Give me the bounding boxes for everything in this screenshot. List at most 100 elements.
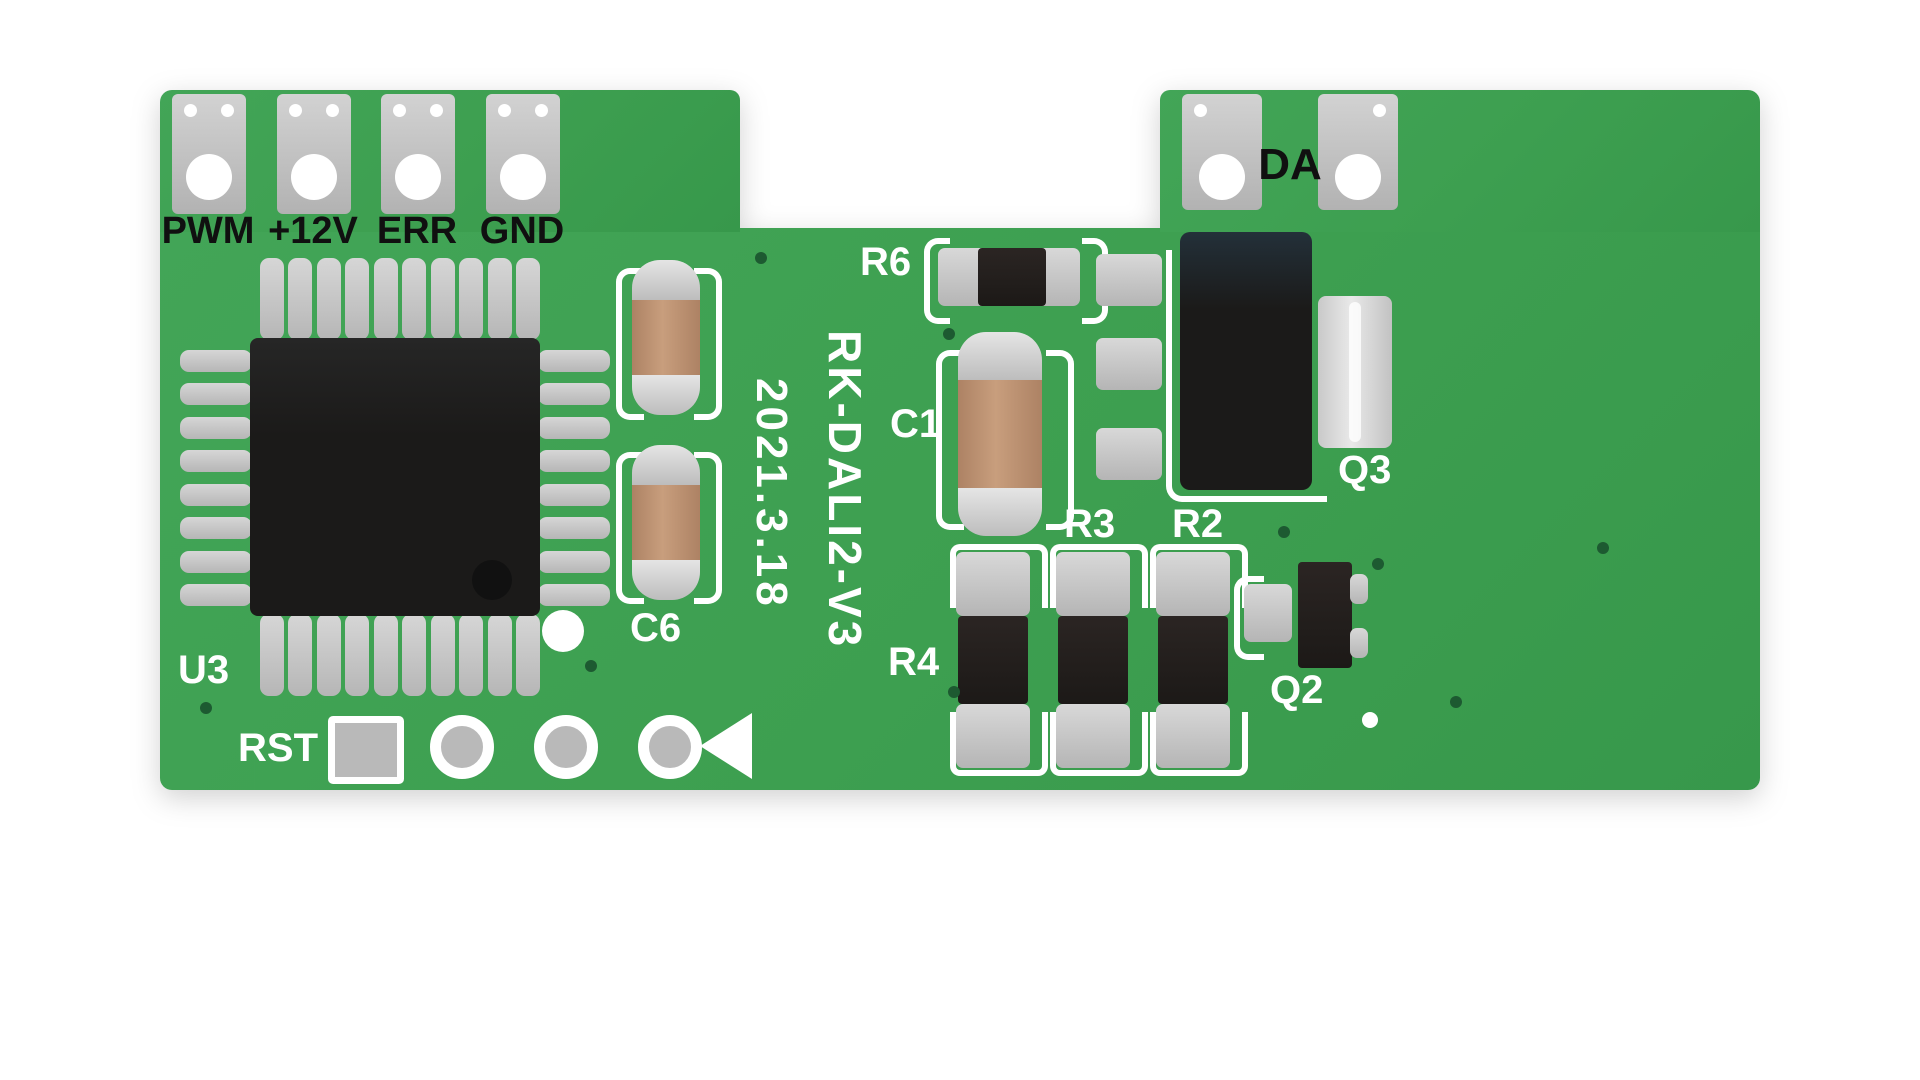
- capacitor-terminal: [632, 560, 700, 600]
- chip-pin1-dimple: [472, 560, 512, 600]
- capacitor-terminal: [958, 332, 1042, 380]
- label-r6: R6: [860, 240, 912, 284]
- ic-pin: [260, 258, 284, 340]
- connector-label-err: ERR: [376, 210, 458, 252]
- label-c1: C1: [890, 402, 942, 446]
- label-c6: C6: [630, 606, 682, 650]
- label-r3: R3: [1064, 502, 1116, 546]
- mcu-u3-chip: [250, 338, 540, 616]
- ic-pin: [180, 416, 252, 439]
- c6-silkscreen-bracket: [694, 452, 722, 604]
- resistor-r3-pad: [1056, 704, 1130, 768]
- ic-pin: [538, 517, 610, 540]
- resistor-r3: [1058, 616, 1128, 704]
- ic-pin: [373, 258, 398, 340]
- capacitor-terminal: [958, 488, 1042, 536]
- ic-pin: [430, 614, 455, 696]
- connector-label-gnd: GND: [479, 210, 565, 252]
- ic-pin: [180, 550, 252, 573]
- ic-pin: [316, 258, 341, 340]
- pad-hole: [326, 104, 339, 117]
- capacitor-body: [958, 380, 1042, 488]
- resistor-r2-pad: [1156, 552, 1230, 616]
- ic-pin: [515, 258, 540, 340]
- q3-pad: [1096, 338, 1162, 390]
- pad-hole: [393, 104, 406, 117]
- resistor-r3-pad: [1056, 552, 1130, 616]
- r3-silkscreen-bracket: [1050, 544, 1148, 608]
- ic-pin: [373, 614, 398, 696]
- capacitor-terminal: [632, 445, 700, 485]
- r4-silkscreen-bracket: [950, 544, 1048, 608]
- mounting-hole: [542, 610, 584, 652]
- u3-pins-left: [180, 350, 252, 606]
- ic-pin: [402, 614, 427, 696]
- pad-hole: [395, 154, 441, 200]
- ic-pin: [345, 258, 370, 340]
- ic-pin: [538, 383, 610, 406]
- ic-pin: [538, 350, 610, 372]
- pad-hole: [221, 104, 234, 117]
- q3-pad: [1096, 254, 1162, 306]
- resistor-r4-pad: [956, 704, 1030, 768]
- pad-hole: [186, 154, 232, 200]
- capacitor-body: [632, 485, 700, 560]
- u3-pins-top: [260, 258, 540, 342]
- connector-pad-gnd: [486, 94, 560, 214]
- via-dot: [585, 660, 597, 672]
- connector-label-12v: +12V: [268, 210, 358, 252]
- capacitor-c6-1: [632, 260, 700, 415]
- capacitor-body: [632, 300, 700, 375]
- resistor-r6-body: [978, 248, 1046, 306]
- capacitor-terminal: [632, 260, 700, 300]
- connector-pad-pwm: [172, 94, 246, 214]
- via-dot: [1372, 558, 1384, 570]
- via-dot: [1278, 526, 1290, 538]
- ic-pin: [538, 450, 610, 473]
- capacitor-terminal: [632, 375, 700, 415]
- pad-hole: [1194, 104, 1207, 117]
- pad-hole: [1335, 154, 1381, 200]
- ic-pin: [459, 614, 484, 696]
- connector-pad-da-1: [1182, 94, 1262, 210]
- ic-pin: [402, 258, 427, 340]
- via-dot: [943, 328, 955, 340]
- ic-pin: [430, 258, 455, 340]
- solder-pad-circle: [534, 715, 598, 779]
- label-rst: RST: [238, 726, 318, 770]
- c6-silkscreen-bracket: [694, 268, 722, 420]
- ic-pin: [316, 614, 341, 696]
- resistor-r2: [1158, 616, 1228, 704]
- connector-pad-err: [381, 94, 455, 214]
- connector-pad-da-2: [1318, 94, 1398, 210]
- connector-label-da: DA: [1258, 140, 1322, 189]
- board-model-text: RK-DALI2-V3: [819, 330, 871, 650]
- via-dot: [1597, 542, 1609, 554]
- pad-hole: [184, 104, 197, 117]
- ic-pin: [487, 258, 512, 340]
- pad-hole: [535, 104, 548, 117]
- ic-pin: [180, 383, 252, 406]
- r6-silkscreen-bracket: [924, 238, 950, 324]
- label-u3: U3: [178, 648, 230, 692]
- q3-pad: [1096, 428, 1162, 480]
- ic-pin: [538, 550, 610, 573]
- tab-groove: [1349, 302, 1361, 442]
- q2-lead: [1350, 574, 1368, 604]
- pad-hole: [1373, 104, 1386, 117]
- pad-hole: [500, 154, 546, 200]
- via-dot: [1450, 696, 1462, 708]
- ic-pin: [515, 614, 540, 696]
- connector-pad-12v: [277, 94, 351, 214]
- q2-silkscreen-bracket: [1234, 576, 1264, 660]
- ic-pin: [538, 483, 610, 506]
- ic-pin: [345, 614, 370, 696]
- solder-pad-circle: [638, 715, 702, 779]
- label-q3: Q3: [1338, 448, 1392, 492]
- board-date-text: 2021.3.18: [747, 378, 796, 610]
- solder-pad-circle: [430, 715, 494, 779]
- label-q2: Q2: [1270, 668, 1324, 712]
- ic-pin: [487, 614, 512, 696]
